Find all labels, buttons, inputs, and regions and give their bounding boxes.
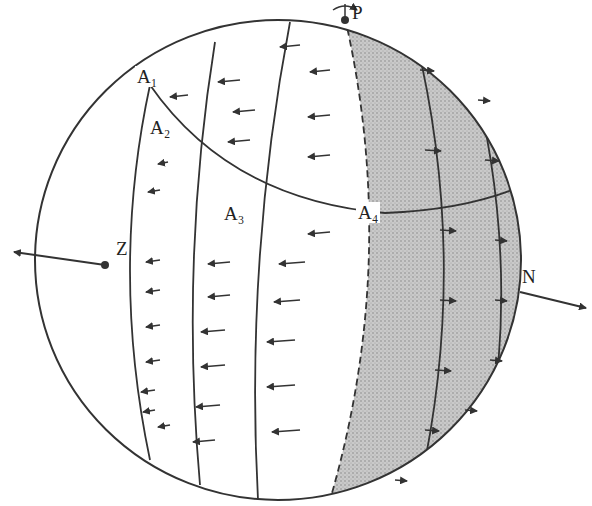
- velocity-arrow: [158, 425, 170, 427]
- point-label: Z: [114, 238, 130, 259]
- velocity-arrow: [435, 370, 451, 371]
- velocity-arrow: [440, 230, 456, 231]
- velocity-arrow: [310, 70, 330, 72]
- velocity-arrow: [272, 430, 300, 432]
- velocity-arrow: [146, 260, 160, 262]
- point-label: A₄: [356, 202, 380, 223]
- velocity-arrow: [208, 262, 230, 264]
- velocity-arrow: [490, 360, 502, 361]
- velocity-arrow: [228, 140, 250, 142]
- velocity-arrow: [233, 110, 255, 112]
- velocity-arrow: [146, 360, 160, 362]
- velocity-arrow: [170, 95, 188, 97]
- point-label: P: [350, 2, 365, 23]
- velocity-arrow: [193, 440, 215, 442]
- velocity-arrow: [218, 80, 240, 82]
- velocity-arrow: [495, 240, 507, 241]
- velocity-arrow: [267, 385, 295, 387]
- velocity-arrow: [208, 295, 230, 297]
- point-label: A₃: [222, 203, 246, 224]
- velocity-arrow: [201, 365, 225, 367]
- velocity-arrow: [146, 290, 160, 292]
- velocity-arrow: [201, 330, 225, 332]
- velocity-arrow: [141, 390, 155, 392]
- velocity-arrow: [425, 430, 439, 431]
- velocity-arrow: [440, 300, 456, 301]
- velocity-arrow: [485, 160, 499, 161]
- velocity-arrow: [308, 232, 330, 234]
- velocity-arrow: [196, 405, 220, 407]
- velocity-arrow: [308, 115, 330, 117]
- velocity-arrow: [308, 155, 330, 157]
- velocity-arrow: [279, 262, 305, 264]
- velocity-arrow: [495, 300, 507, 301]
- velocity-arrow: [148, 190, 160, 192]
- velocity-arrow: [420, 70, 434, 71]
- point-label: N: [520, 266, 538, 287]
- velocity-arrow: [274, 300, 300, 302]
- velocity-arrow: [146, 325, 160, 327]
- velocity-arrow: [478, 100, 490, 101]
- velocity-arrow: [425, 150, 441, 151]
- velocity-arrow: [158, 162, 168, 164]
- velocity-arrow: [465, 410, 477, 411]
- point-label: A₁: [135, 66, 159, 87]
- velocity-arrow: [395, 480, 407, 481]
- velocity-arrow: [267, 340, 295, 342]
- velocity-arrow: [143, 410, 155, 412]
- point-label: A₂: [148, 117, 172, 138]
- velocity-arrow: [280, 45, 300, 47]
